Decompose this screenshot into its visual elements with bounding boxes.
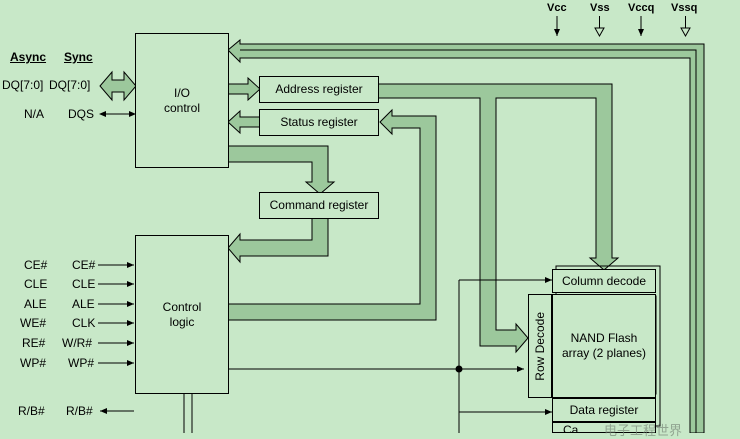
pin-async-wp: WP# xyxy=(20,356,47,370)
pin-async-na: N/A xyxy=(24,107,45,121)
column-decode-label: Column decode xyxy=(561,273,647,288)
nand-array-block: NAND Flash array (2 planes) xyxy=(552,294,656,398)
status-register-label: Status register xyxy=(280,115,358,129)
pin-sync-dq: DQ[7:0] xyxy=(49,78,91,92)
column-decode-block: Column decode xyxy=(552,269,656,293)
pin-sync-rb: R/B# xyxy=(66,404,93,418)
address-to-array-bus xyxy=(377,83,620,354)
power-pin-vcc: Vcc xyxy=(547,2,567,14)
pin-async-we: WE# xyxy=(20,316,47,330)
command-register-label: Command register xyxy=(269,198,369,212)
sync-header: Sync xyxy=(64,50,93,64)
dq-bus-arrow xyxy=(99,70,137,102)
pin-async-dq: DQ[7:0] xyxy=(2,78,44,92)
address-register-block: Address register xyxy=(259,76,379,103)
pin-sync-ce: CE# xyxy=(72,258,96,272)
watermark: 电子工程世界 xyxy=(604,423,683,438)
async-header: Async xyxy=(10,50,47,64)
pin-async-ce: CE# xyxy=(24,258,48,272)
row-decode-label: Row Decode xyxy=(532,311,547,381)
io-control-block: I/O control xyxy=(135,33,229,168)
address-register-label: Address register xyxy=(275,82,363,96)
command-to-control-bus xyxy=(227,215,329,264)
cache-register-label: Ca xyxy=(563,423,579,433)
control-logic-block: Control logic xyxy=(135,235,229,394)
pin-async-rb: R/B# xyxy=(18,404,45,418)
nand-array-label: NAND Flash array (2 planes) xyxy=(561,331,647,360)
power-pin-vss: Vss xyxy=(590,2,610,14)
io-to-address-bus xyxy=(227,76,261,102)
pin-sync-ale: ALE xyxy=(72,297,95,311)
pin-sync-wp: WP# xyxy=(68,356,95,370)
pin-sync-wr: W/R# xyxy=(62,336,92,350)
row-decode-block: Row Decode xyxy=(528,294,552,398)
pin-async-re: RE# xyxy=(22,336,46,350)
outer-bus xyxy=(227,38,705,433)
pin-sync-clk: CLK xyxy=(72,316,96,330)
data-register-block: Data register xyxy=(552,398,656,422)
pin-sync-dqs: DQS xyxy=(68,107,95,121)
control-to-status-bus xyxy=(227,108,437,321)
power-pin-vccq: Vccq xyxy=(628,2,655,14)
power-pin-vssq: Vssq xyxy=(671,2,698,14)
command-register-block: Command register xyxy=(259,192,379,219)
io-to-command-bus xyxy=(227,145,336,195)
status-register-block: Status register xyxy=(259,109,379,136)
pin-sync-cle: CLE xyxy=(72,277,96,291)
pin-async-cle: CLE xyxy=(24,277,48,291)
control-logic-label: Control logic xyxy=(162,299,202,329)
data-register-label: Data register xyxy=(569,402,639,417)
pin-async-ale: ALE xyxy=(24,297,47,311)
status-to-io-bus xyxy=(227,109,261,135)
io-control-label: I/O control xyxy=(163,85,201,115)
